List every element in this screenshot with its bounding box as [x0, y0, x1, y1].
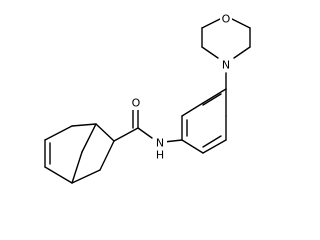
bond	[71, 151, 83, 184]
bond	[202, 135, 222, 148]
bond	[137, 127, 153, 139]
bond	[231, 18, 251, 29]
bond	[95, 123, 115, 142]
bond	[113, 127, 139, 142]
bond	[201, 46, 219, 59]
bond	[201, 18, 221, 29]
bond	[44, 125, 73, 141]
atom-label-oxygen-ring: O	[220, 12, 232, 26]
svg-text:N: N	[156, 137, 164, 150]
bond	[181, 139, 204, 154]
norbornene-ring	[44, 123, 115, 184]
svg-text:N: N	[222, 59, 230, 72]
atom-label-nitrogen-ring: N	[219, 58, 233, 72]
svg-text:H: H	[156, 149, 164, 162]
morpholine-ring	[201, 18, 251, 59]
bond	[181, 102, 204, 117]
bond	[233, 46, 251, 59]
svg-text:O: O	[132, 97, 141, 110]
benzene-ring	[181, 88, 227, 154]
bond	[202, 139, 227, 154]
svg-text:O: O	[222, 13, 231, 26]
chemical-structure: O N O N H	[44, 12, 251, 184]
atom-label-amide-nitrogen: N H	[153, 136, 167, 162]
bond	[71, 123, 97, 127]
bond	[44, 166, 73, 184]
bond	[71, 169, 101, 184]
bond	[202, 88, 227, 104]
bond	[202, 93, 222, 106]
bond	[81, 123, 97, 153]
atom-label-carbonyl-oxygen: O	[130, 96, 142, 110]
bond	[99, 140, 115, 171]
